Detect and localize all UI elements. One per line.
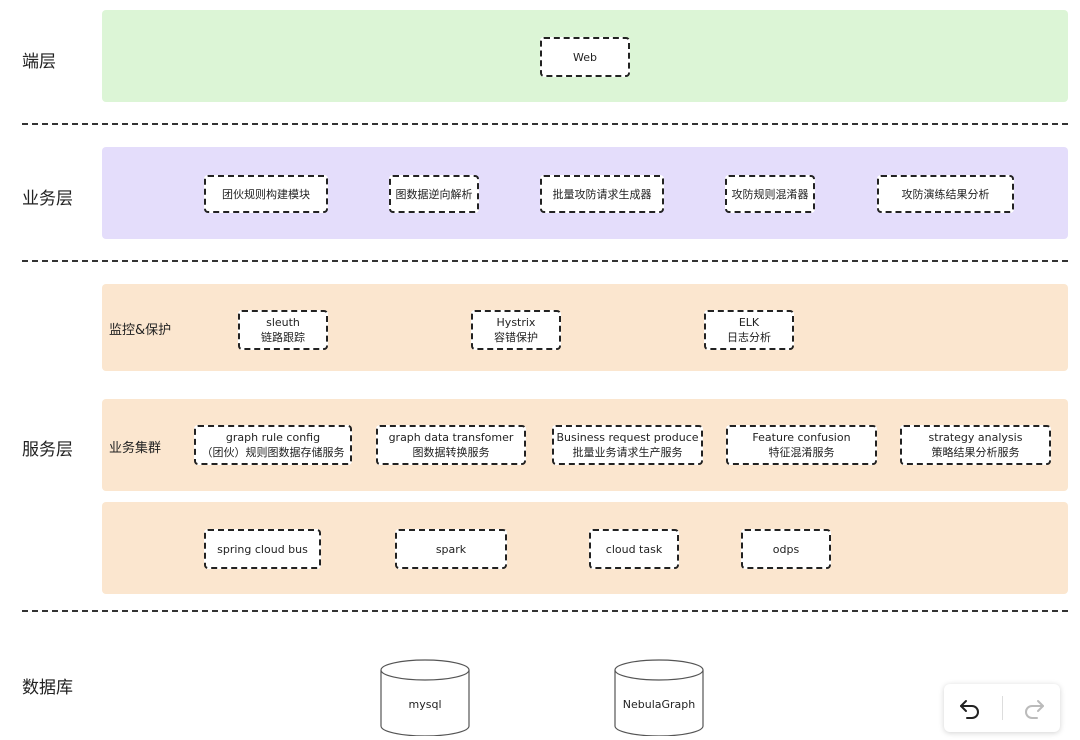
infra-node[interactable]: cloud task xyxy=(589,529,679,569)
infra-node[interactable]: odps xyxy=(741,529,831,569)
database-label: NebulaGraph xyxy=(622,698,696,711)
monitor-band-label: 监控&保护 xyxy=(109,323,172,338)
business-module-label: 攻防演练结果分析 xyxy=(901,187,990,201)
business-module[interactable]: 团伙规则构建模块 xyxy=(204,175,328,213)
node-title: graph rule config xyxy=(225,431,321,444)
node-subtitle: 特征混淆服务 xyxy=(768,446,835,459)
separator xyxy=(22,610,1068,612)
business-module-label: 图数据逆向解析 xyxy=(395,187,473,201)
monitor-node[interactable]: ELK 日志分析 xyxy=(704,310,794,350)
nebulagraph-database[interactable]: NebulaGraph xyxy=(613,656,705,737)
undo-icon[interactable] xyxy=(958,696,982,720)
cluster-band-label: 业务集群 xyxy=(109,441,162,456)
undo-redo-toolbar xyxy=(944,684,1060,732)
database-cylinder-icon xyxy=(614,659,704,737)
node-title: spark xyxy=(435,542,467,556)
node-title: Business request produce xyxy=(556,431,699,444)
web-node[interactable]: Web xyxy=(540,37,630,77)
node-subtitle: （团伙）规则图数据存储服务 xyxy=(201,446,345,459)
layer-label-client: 端层 xyxy=(22,52,56,72)
database-label: mysql xyxy=(408,698,442,711)
layer-label-service: 服务层 xyxy=(22,440,73,460)
monitor-node[interactable]: sleuth 链路跟踪 xyxy=(238,310,328,350)
node-subtitle: 批量业务请求生产服务 xyxy=(572,446,683,459)
business-module[interactable]: 批量攻防请求生成器 xyxy=(540,175,664,213)
node-title: spring cloud bus xyxy=(217,542,308,556)
cluster-node[interactable]: graph rule config （团伙）规则图数据存储服务 xyxy=(194,425,352,465)
database-cylinder-icon xyxy=(380,659,470,737)
cluster-node[interactable]: strategy analysis 策略结果分析服务 xyxy=(900,425,1051,465)
node-subtitle: 链路跟踪 xyxy=(261,331,305,344)
layer-label-business: 业务层 xyxy=(22,189,73,209)
cluster-node[interactable]: graph data transfomer 图数据转换服务 xyxy=(376,425,526,465)
cluster-node[interactable]: Business request produce 批量业务请求生产服务 xyxy=(552,425,703,465)
node-subtitle: 日志分析 xyxy=(727,331,771,344)
node-title: graph data transfomer xyxy=(388,431,514,444)
node-subtitle: 策略结果分析服务 xyxy=(931,446,1020,459)
infra-node[interactable]: spring cloud bus xyxy=(204,529,321,569)
business-module-label: 攻防规则混淆器 xyxy=(731,187,809,201)
separator xyxy=(22,123,1068,125)
toolbar-divider xyxy=(1002,696,1003,720)
cluster-node[interactable]: Feature confusion 特征混淆服务 xyxy=(726,425,877,465)
monitor-node[interactable]: Hystrix 容错保护 xyxy=(471,310,561,350)
business-module[interactable]: 攻防演练结果分析 xyxy=(877,175,1014,213)
business-module-label: 团伙规则构建模块 xyxy=(222,187,310,201)
business-module[interactable]: 攻防规则混淆器 xyxy=(725,175,815,213)
separator xyxy=(22,260,1068,262)
node-subtitle: 图数据转换服务 xyxy=(412,446,490,459)
layer-label-database: 数据库 xyxy=(22,678,73,698)
web-node-label: Web xyxy=(573,50,597,64)
infra-node[interactable]: spark xyxy=(395,529,507,569)
business-module[interactable]: 图数据逆向解析 xyxy=(389,175,479,213)
node-title: odps xyxy=(772,542,800,556)
redo-icon[interactable] xyxy=(1022,696,1046,720)
mysql-database[interactable]: mysql xyxy=(379,656,471,737)
node-title: strategy analysis xyxy=(928,431,1023,444)
node-title: Hystrix xyxy=(496,316,536,329)
node-subtitle: 容错保护 xyxy=(494,331,538,344)
node-title: ELK xyxy=(738,316,760,329)
node-title: sleuth xyxy=(266,316,300,329)
node-title: cloud task xyxy=(605,542,663,556)
node-title: Feature confusion xyxy=(752,431,851,444)
business-module-label: 批量攻防请求生成器 xyxy=(552,187,652,201)
